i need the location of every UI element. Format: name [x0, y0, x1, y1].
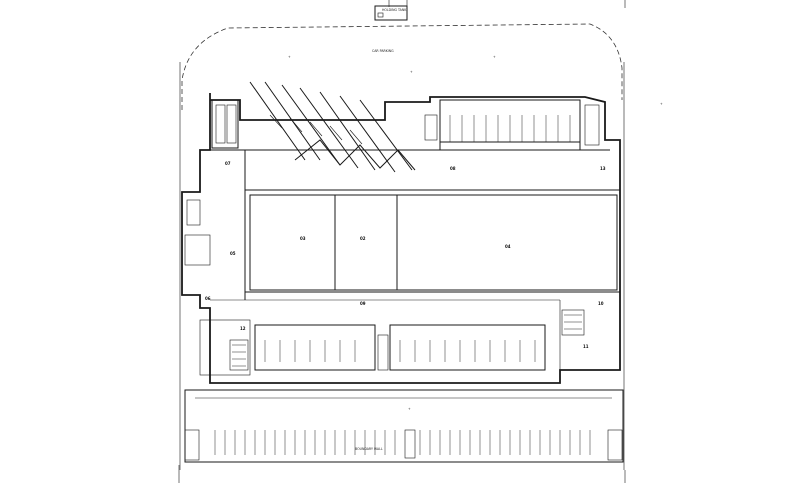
bottom-note: BOUNDARY WALL [355, 447, 383, 451]
site-boundary: CAR PARKING + + + + [178, 0, 663, 483]
building-outline [181, 93, 621, 384]
room-tag-k: 12 [240, 326, 246, 331]
room-tag-b: 08 [450, 166, 456, 171]
holding-tank: HOLDING TANK [374, 0, 408, 21]
room-tag-e: 04 [505, 244, 511, 249]
svg-text:+: + [410, 70, 413, 74]
room-tag-l: 13 [600, 166, 606, 171]
room-tag-d: 02 [360, 236, 366, 241]
room-tag-f: 05 [230, 251, 236, 256]
svg-text:+: + [660, 102, 663, 106]
room-tag-i: 10 [598, 301, 604, 306]
room-tag-c: 03 [300, 236, 306, 241]
room-tag-h: 09 [360, 301, 366, 306]
site-label: CAR PARKING [372, 49, 394, 53]
room-tags: 07 08 03 02 04 05 06 09 10 11 12 13 [205, 161, 606, 349]
room-tag-a: 07 [225, 161, 231, 166]
holding-tank-label: HOLDING TANK [382, 8, 407, 12]
bottom-dock-bays [254, 309, 585, 371]
svg-text:+: + [408, 407, 411, 411]
svg-text:+: + [288, 55, 291, 59]
room-tag-g: 06 [205, 296, 211, 301]
left-tanks [184, 99, 251, 376]
svg-text:+: + [493, 55, 496, 59]
parking-zone: BOUNDARY WALL + [184, 389, 624, 463]
top-dock-bays [424, 99, 600, 151]
diagonal-bays [249, 81, 416, 173]
room-tag-j: 11 [583, 344, 589, 349]
